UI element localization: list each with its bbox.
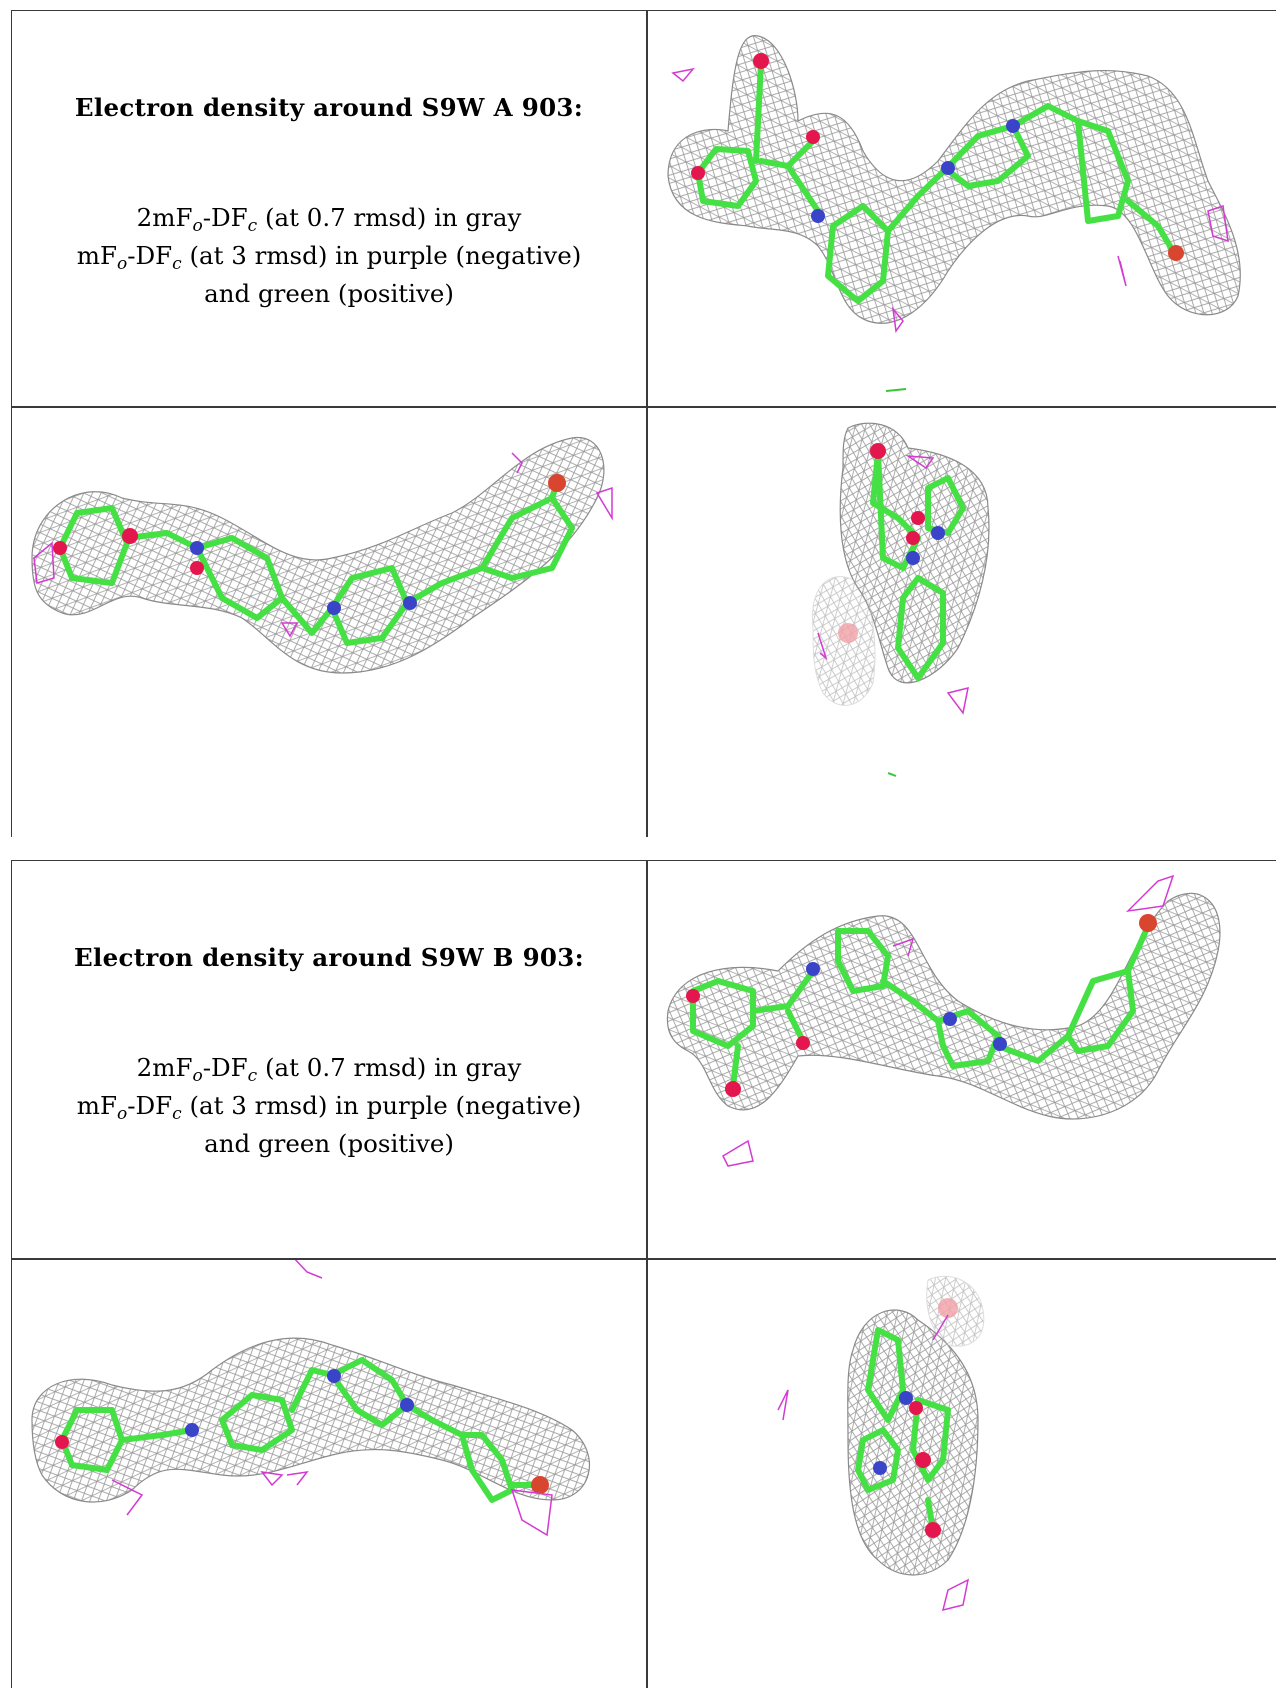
electron-density-mesh — [666, 892, 1221, 1120]
negative-density-blobs — [722, 874, 1175, 1167]
density-image-b-front — [648, 861, 1276, 1258]
positive-density-blob — [887, 772, 897, 777]
density-image-a-front — [648, 11, 1276, 406]
negative-density-blobs — [671, 67, 1229, 333]
positive-density-blob — [885, 388, 907, 392]
legend-line-mfo: mFo-DFc (at 3 rmsd) in purple (negative) — [76, 1091, 582, 1124]
negative-density-blobs — [777, 1314, 970, 1612]
atoms — [838, 443, 945, 643]
electron-density-mesh — [31, 436, 605, 674]
atoms — [686, 914, 1157, 1097]
density-image-b-side — [12, 1260, 646, 1689]
density-table-b: Electron density around S9W B 903: 2mFo-… — [11, 860, 1276, 1689]
table-divider-horizontal — [12, 1258, 1276, 1260]
legend-line-colors: and green (positive) — [204, 279, 454, 308]
panel-heading-a: Electron density around S9W A 903: — [74, 93, 584, 122]
legend-b: 2mFo-DFc (at 0.7 rmsd) in gray mFo-DFc (… — [12, 1049, 646, 1163]
density-image-b-end-on — [648, 1260, 1276, 1689]
table-divider-vertical — [646, 11, 648, 836]
legend-a: 2mFo-DFc (at 0.7 rmsd) in gray mFo-DFc (… — [12, 199, 646, 313]
atoms — [691, 53, 1184, 261]
atoms — [873, 1298, 958, 1538]
ligand-model — [695, 60, 1176, 304]
electron-density-mesh — [31, 1337, 590, 1503]
table-divider-horizontal — [12, 406, 1276, 408]
caption-cell-a: Electron density around S9W A 903: 2mFo-… — [12, 11, 646, 406]
electron-density-mesh — [667, 35, 1241, 324]
negative-density-blobs — [817, 455, 969, 715]
panel-heading-b: Electron density around S9W B 903: — [74, 943, 584, 972]
negative-density-blobs — [33, 452, 613, 638]
density-table-a: Electron density around S9W A 903: 2mFo-… — [11, 10, 1276, 838]
atoms — [55, 1369, 549, 1494]
density-image-a-side — [12, 408, 646, 838]
atoms — [53, 474, 566, 615]
legend-line-2mfo: 2mFo-DFc (at 0.7 rmsd) in gray — [136, 1053, 522, 1086]
legend-line-mfo: mFo-DFc (at 3 rmsd) in purple (negative) — [76, 241, 582, 274]
caption-cell-b: Electron density around S9W B 903: 2mFo-… — [12, 861, 646, 1258]
ligand-model — [690, 923, 1151, 1089]
table-divider-vertical — [646, 861, 648, 1688]
legend-line-colors: and green (positive) — [204, 1129, 454, 1158]
density-image-a-end-on — [648, 408, 1276, 838]
legend-line-2mfo: 2mFo-DFc (at 0.7 rmsd) in gray — [136, 203, 522, 236]
negative-density-blobs — [111, 1260, 553, 1537]
